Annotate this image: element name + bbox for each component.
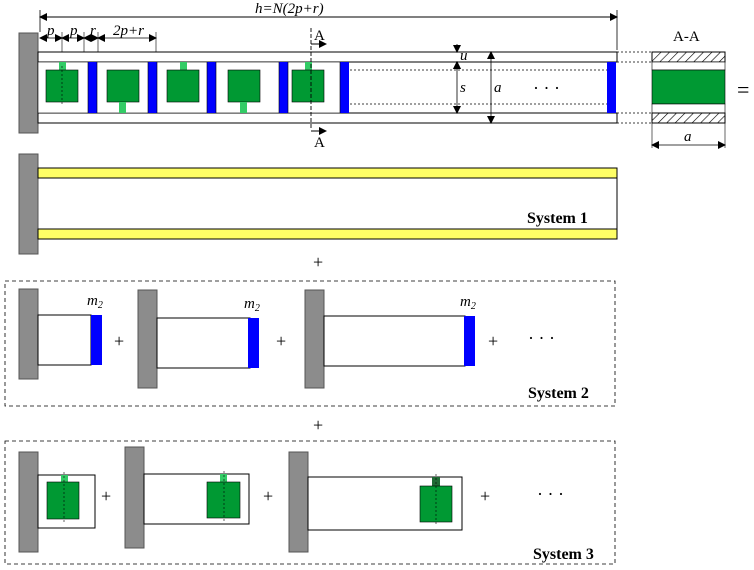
section-dim-a-label: a — [684, 129, 692, 145]
resonator-stem-2 — [119, 102, 126, 113]
dim-u-label: u — [460, 48, 468, 64]
resonator-mass-5 — [291, 69, 325, 103]
system2-mass-2 — [248, 318, 259, 368]
equals-sign: = — [737, 77, 749, 102]
resonator-stem-1 — [59, 62, 66, 70]
system2-plus-3: + — [488, 331, 498, 351]
system3-label: System 3 — [533, 546, 594, 563]
section-hatch-top — [651, 51, 726, 63]
system3-resonator-1 — [46, 481, 80, 520]
section-label-bottom: A — [314, 135, 325, 151]
plus-1-2: + — [313, 252, 323, 272]
section-hatch-bottom — [651, 112, 726, 124]
system3-plus-2: + — [263, 486, 273, 506]
system2-wall-1 — [18, 288, 39, 380]
blue-mass-4 — [279, 62, 288, 113]
dim-a-label: a — [494, 80, 502, 96]
system2-mass-3 — [464, 316, 475, 366]
dim-h-label: h=N(2p+r) — [255, 1, 324, 17]
fixed-wall — [18, 32, 39, 134]
system2-link-2 — [156, 317, 251, 369]
system3-plus-3: + — [480, 486, 490, 506]
resonator-stem-3 — [180, 62, 187, 70]
blue-mass-1 — [88, 62, 97, 113]
system2-plus-2: + — [276, 331, 286, 351]
section-gap-top — [651, 61, 726, 71]
dim-p2-label: p — [69, 23, 78, 39]
section-label-top: A — [314, 28, 325, 44]
system2-m2-label-2: m2 — [244, 296, 260, 314]
top-ellipsis: · · · — [533, 78, 560, 98]
system3-wall-3 — [288, 451, 309, 553]
dim-r-label: r — [90, 23, 96, 39]
system3-plus-1: + — [101, 486, 111, 506]
system2-wall-3 — [304, 289, 325, 389]
system1-top-rail — [37, 167, 618, 179]
system3-resonator-2 — [206, 481, 241, 519]
blue-mass-2 — [148, 62, 157, 113]
section-green-core — [651, 69, 726, 105]
system2-m2-label-3: m2 — [460, 294, 476, 312]
section-title: A-A — [673, 29, 700, 45]
system-3: + + + · · · System 3 — [4, 440, 616, 565]
dim-p1-label: p — [46, 23, 55, 39]
system-1: System 1 — [18, 153, 618, 255]
resonator-mass-4 — [227, 69, 261, 103]
blue-mass-3 — [207, 62, 216, 113]
system2-frame — [4, 280, 616, 407]
system2-mass-1 — [91, 315, 102, 365]
system3-stem-1 — [61, 475, 68, 482]
system2-label: System 2 — [528, 385, 589, 402]
section-gap-bottom — [651, 103, 726, 114]
system1-label: System 1 — [527, 210, 588, 227]
resonator-mass-3 — [166, 69, 200, 103]
plus-2-3: + — [313, 415, 323, 435]
system2-plus-1: + — [114, 331, 124, 351]
top-beam — [37, 51, 618, 63]
system2-m2-label-1: m2 — [87, 293, 103, 311]
system3-frame — [4, 440, 616, 565]
system2-link-3 — [323, 315, 466, 367]
system3-wall-1 — [18, 451, 39, 553]
system3-stem-3 — [432, 477, 440, 486]
resonator-mass-2 — [106, 69, 140, 103]
system3-wall-2 — [124, 446, 145, 549]
system-2: m2 + m2 + m2 + · · · System 2 — [4, 280, 616, 407]
blue-mass-last — [607, 62, 616, 113]
resonator-stem-4 — [240, 102, 247, 113]
full-structure: h=N(2p+r) p p r 2p+r — [18, 1, 749, 151]
system2-wall-2 — [137, 289, 158, 389]
system1-bottom-rail — [37, 228, 618, 240]
dim-2pr-label: 2p+r — [113, 23, 144, 39]
system3-ellipsis: · · · — [537, 484, 564, 504]
blue-mass-5 — [340, 62, 349, 113]
system3-stem-2 — [220, 474, 227, 482]
dim-s-label: s — [460, 80, 466, 96]
bottom-beam — [37, 112, 618, 124]
system2-ellipsis: · · · — [528, 328, 555, 348]
resonator-stem-5 — [305, 62, 312, 70]
system2-link-1 — [37, 314, 92, 366]
system1-wall — [18, 153, 39, 255]
